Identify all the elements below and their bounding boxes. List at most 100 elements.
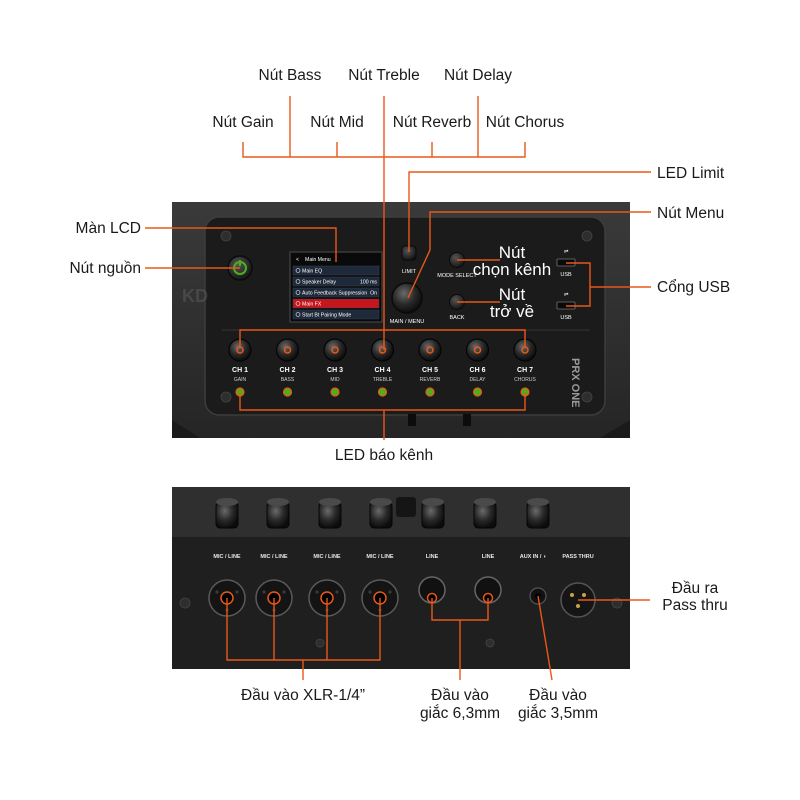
mic-line-label: MIC / LINE [366, 554, 394, 560]
lcd-menu-item: Start Bt Pairing Mode [292, 309, 380, 320]
channel-knob[interactable] [370, 338, 395, 362]
label-jack63-2: giắc 6,3mm [420, 705, 500, 722]
label-menu: Nút Menu [657, 205, 724, 222]
led-bracket [239, 392, 526, 411]
aux-label: AUX IN / ◖ [520, 554, 547, 560]
channel-led [425, 387, 435, 397]
rear-knob-row [215, 497, 550, 529]
screw [581, 230, 593, 242]
usb-label-1: USB [560, 272, 572, 278]
channel-param: DELAY [469, 377, 486, 383]
label-delay: Nút Delay [444, 67, 512, 84]
screw [485, 638, 495, 648]
lcd-menu-item: Speaker Delay 100 ms [292, 276, 380, 287]
menu-item-icon [295, 290, 301, 295]
channel-name: CH 6 [470, 367, 486, 374]
channel-knob[interactable] [275, 338, 300, 362]
lcd-menu-list: Main EQ Speaker Delay 100 ms Auto Feedback … [292, 265, 380, 320]
channel-led [282, 387, 293, 397]
line-label: LINE [482, 554, 495, 560]
main-menu-label: MAIN / MENU [390, 319, 425, 325]
lcd-menu-item: Main FX [292, 298, 380, 309]
screw [315, 638, 325, 648]
menu-item-icon [295, 268, 301, 273]
label-gain: Nút Gain [212, 114, 273, 131]
label-channel-select-2: chọn kênh [473, 260, 551, 279]
channel-led [377, 387, 388, 397]
label-xlr-input: Đầu vào XLR-1/4” [241, 687, 365, 704]
main-menu-knob[interactable] [391, 282, 423, 314]
label-chorus: Nút Chorus [486, 114, 565, 131]
xlr-pin [576, 604, 580, 608]
label-channel-led: LED báo kênh [335, 447, 433, 464]
channel-name: CH 2 [280, 367, 296, 374]
model-label: PRX ONE [569, 358, 581, 408]
channel-2: CH 2 BASS [275, 338, 300, 397]
mic-line-label: MIC / LINE [260, 554, 288, 560]
label-jack35-2: giắc 3,5mm [518, 705, 598, 722]
screw [179, 597, 191, 609]
label-back-2: trở về [490, 302, 534, 321]
menu-item-icon [295, 301, 301, 306]
channel-name: CH 5 [422, 367, 438, 374]
lcd-menu-item-label: Main EQ [302, 268, 322, 274]
channel-name: CH 1 [232, 367, 248, 374]
channel-param: REVERB [420, 377, 441, 383]
knob-marker-icon [283, 346, 292, 354]
lcd-menu-item-label: Main FX [302, 301, 322, 307]
label-usb: Cổng USB [657, 279, 730, 296]
channel-param: BASS [281, 377, 295, 383]
knob-marker-icon [426, 346, 434, 354]
rear-knob[interactable] [396, 497, 416, 517]
jack-plate [172, 537, 630, 669]
mic-line-label: MIC / LINE [213, 554, 241, 560]
label-reverb: Nút Reverb [393, 114, 471, 131]
rear-jack [408, 414, 416, 426]
rear-knob-top [216, 498, 238, 506]
rear-knob-top [267, 498, 289, 506]
mic-line-label: MIC / LINE [313, 554, 341, 560]
rear-knob-top [474, 498, 496, 506]
channel-name: CH 7 [517, 367, 533, 374]
callout-leaders [145, 96, 651, 681]
mode-select-label: MODE SELECT [437, 273, 477, 279]
xlr-pin [570, 593, 574, 597]
rear-knob-top [527, 498, 549, 506]
line-label: LINE [426, 554, 439, 560]
usb-icon: ⇌ [564, 292, 569, 298]
channel-param: GAIN [234, 377, 247, 383]
menu-item-icon [295, 279, 301, 284]
lcd-menu-item-value: 100 ms [360, 279, 377, 285]
lcd-menu-item-label: Start Bt Pairing Mode [302, 312, 351, 318]
channel-name: CH 3 [327, 367, 343, 374]
label-jack63-1: Đầu vào [431, 687, 489, 704]
knob-marker-icon [331, 346, 339, 354]
usb-icon: ⇌ [564, 249, 569, 255]
label-channel-select-1: Nút [499, 243, 526, 262]
channel-led [330, 387, 340, 397]
label-back-1: Nút [499, 285, 526, 304]
lcd-menu-item-label: Auto Feedback Suppression [302, 290, 367, 296]
label-bass: Nút Bass [259, 67, 322, 84]
channel-param: TREBLE [373, 377, 393, 383]
screw [581, 391, 593, 403]
knob-marker-icon [378, 346, 387, 354]
channel-5: CH 5 REVERB [418, 338, 442, 397]
lcd-title: Main Menu [305, 257, 331, 263]
label-passthru-2: Pass thru [662, 597, 727, 614]
back-label: BACK [450, 315, 465, 321]
label-led-limit: LED Limit [657, 165, 725, 182]
channel-knob[interactable] [323, 338, 347, 362]
label-treble: Nút Treble [348, 67, 420, 84]
lcd-menu-item-label: Speaker Delay [302, 279, 336, 285]
lcd-menu-item-value: On [370, 290, 377, 296]
channel-knob[interactable] [465, 338, 490, 362]
channel-knob[interactable] [418, 338, 442, 362]
channel-param: CHORUS [514, 377, 536, 383]
watermark-logo: KD [182, 286, 208, 306]
screw [220, 230, 232, 242]
